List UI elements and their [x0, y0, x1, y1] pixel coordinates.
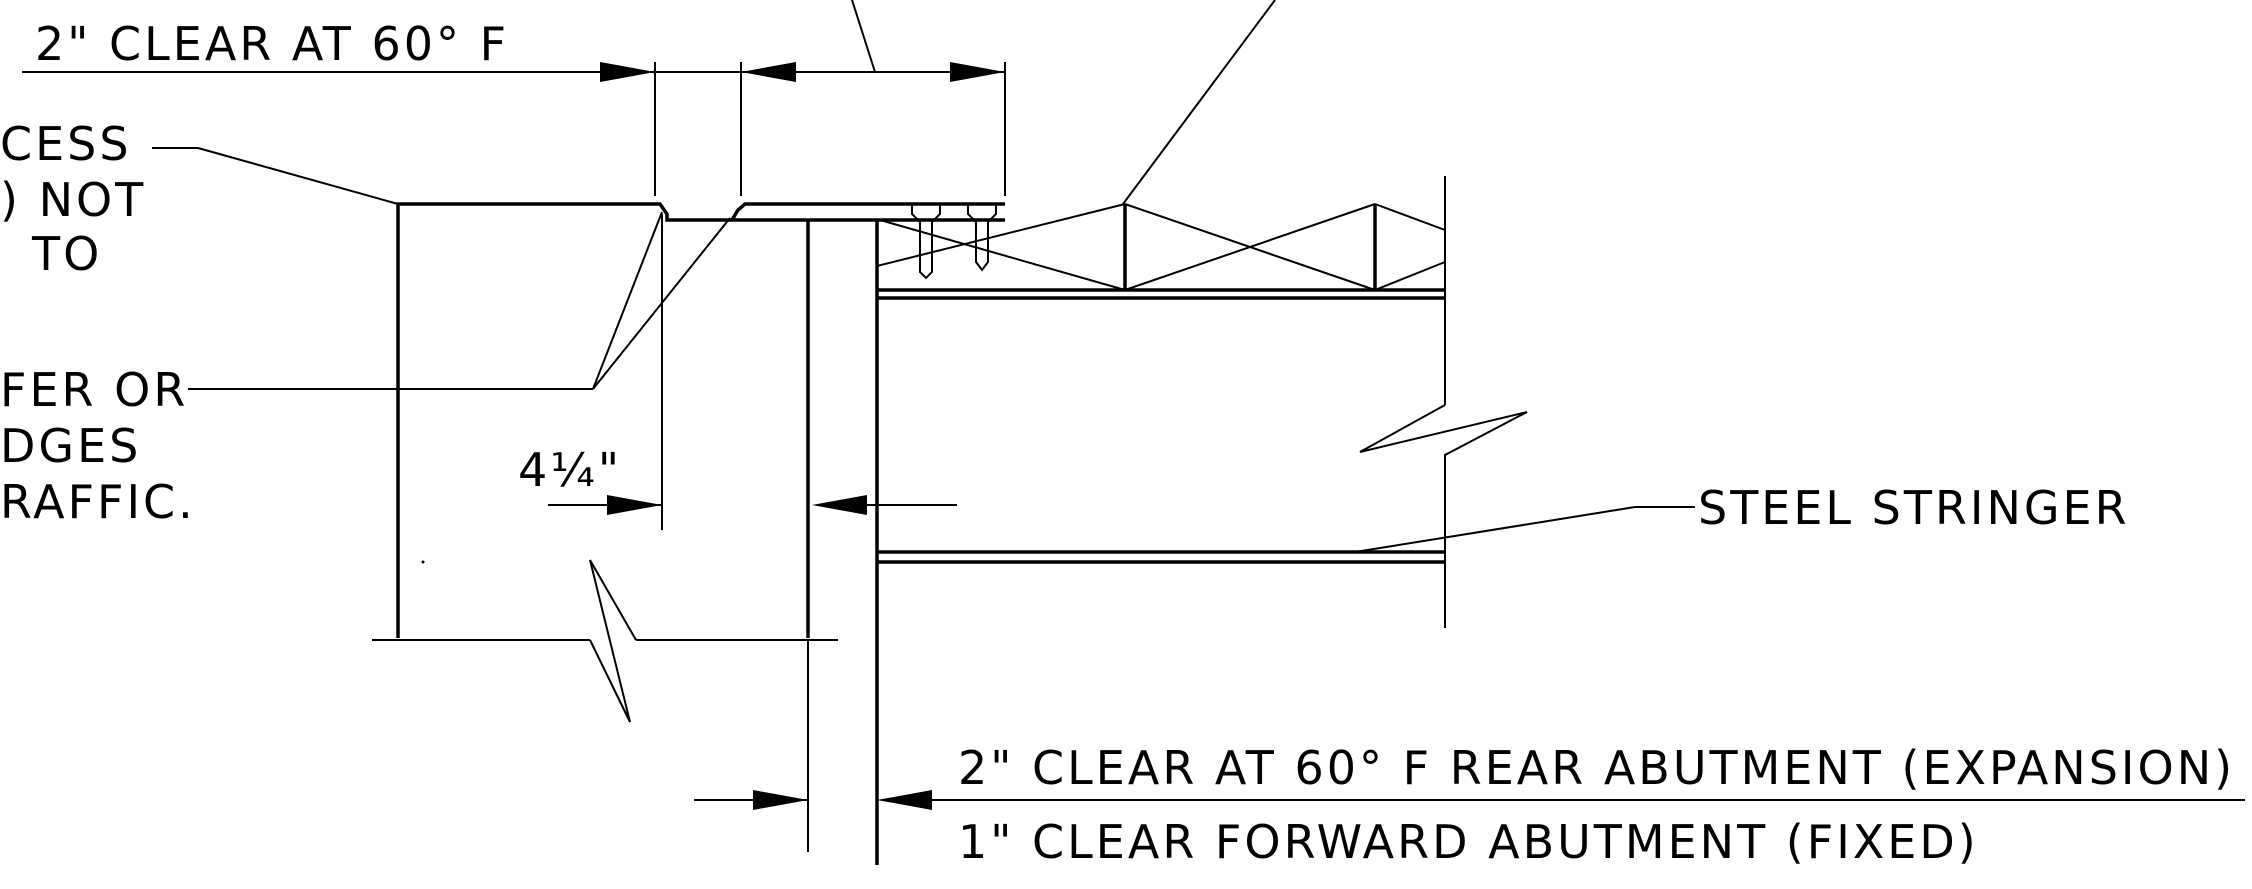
forward-abutment-label: 1" CLEAR FORWARD ABUTMENT (FIXED): [958, 815, 1979, 869]
bottom-clear-dimension: [694, 640, 2245, 852]
dimension-arrow: [600, 62, 655, 82]
stringer-break-line: [1359, 404, 1528, 628]
dimension-arrow: [950, 62, 1005, 82]
recess-leader: [152, 147, 399, 205]
top-clear-dimension: [22, 0, 1276, 205]
dimension-fraction-label: 4¼": [518, 443, 622, 497]
dimension-arrow: [607, 495, 662, 515]
dimension-arrow: [753, 790, 808, 810]
rear-abutment-label: 2" CLEAR AT 60° F REAR ABUTMENT (EXPANSI…: [958, 741, 2235, 795]
dimension-arrow: [812, 495, 867, 515]
steel-stringer-label: STEEL STRINGER: [1698, 481, 2130, 535]
chamfer-label-line3: RAFFIC.: [0, 475, 196, 529]
deck-slab: [875, 176, 1446, 865]
abutment-backwall: [372, 202, 1005, 723]
steel-stringer-flange: [877, 506, 1695, 564]
chamfer-label-line1: FER OR: [0, 363, 188, 417]
chamfer-label-line2: DGES: [0, 419, 141, 473]
recess-label-line1: CESS: [0, 117, 132, 171]
dimension-arrow: [877, 790, 932, 810]
shear-studs: [911, 204, 997, 280]
dimension-arrow: [741, 62, 796, 82]
recess-label-line3: TO: [31, 227, 102, 281]
recess-label-line2: ) NOT: [0, 173, 146, 227]
four-quarter-dimension: [548, 214, 957, 530]
top-clear-label: 2" CLEAR AT 60° F: [35, 17, 509, 71]
chamfer-leader: [188, 211, 731, 390]
